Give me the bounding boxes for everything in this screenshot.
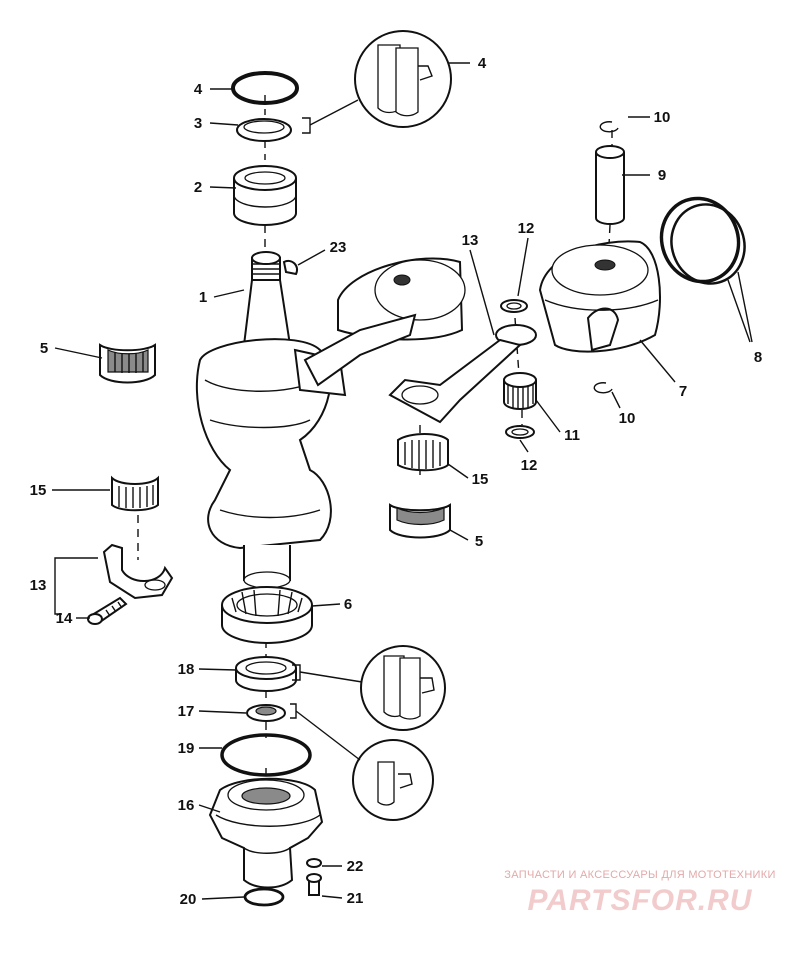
piston bbox=[538, 240, 661, 353]
wrist-pin bbox=[595, 145, 625, 225]
label-part-14: 14 bbox=[56, 610, 73, 627]
label-part-13: 13 bbox=[30, 577, 47, 594]
rod-bearing-half-right bbox=[389, 503, 451, 539]
needle-bearing bbox=[503, 372, 537, 410]
cap-screw bbox=[87, 596, 128, 625]
lower-oil-seal bbox=[235, 656, 297, 692]
detail-circle-mid bbox=[360, 645, 446, 731]
bracket bbox=[302, 117, 311, 134]
washer-small bbox=[306, 858, 322, 868]
detail-circle-top bbox=[354, 30, 452, 128]
pin-lock-ring-lower bbox=[593, 382, 613, 394]
crankshaft bbox=[195, 251, 347, 589]
label-part-4: 4 bbox=[478, 55, 487, 72]
label-part-12: 12 bbox=[518, 220, 535, 237]
label-part-3: 3 bbox=[194, 115, 202, 132]
label-part-18: 18 bbox=[178, 661, 195, 678]
label-part-10: 10 bbox=[619, 410, 636, 427]
rod-bearing-half-left bbox=[99, 343, 156, 384]
label-part-13: 13 bbox=[462, 232, 479, 249]
thrust-washer-lower bbox=[505, 425, 535, 439]
label-part-15: 15 bbox=[472, 471, 489, 488]
label-part-20: 20 bbox=[180, 891, 197, 908]
label-part-1: 1 bbox=[199, 289, 207, 306]
label-part-15: 15 bbox=[30, 482, 47, 499]
label-part-23: 23 bbox=[330, 239, 347, 256]
woodruff-key bbox=[282, 260, 298, 276]
label-part-2: 2 bbox=[194, 179, 202, 196]
label-part-22: 22 bbox=[347, 858, 364, 875]
watermark: ЗАПЧАСТИ И АКСЕССУАРЫ ДЛЯ МОТОТЕХНИКИ PA… bbox=[504, 869, 775, 917]
label-part-16: 16 bbox=[178, 797, 195, 814]
label-part-10: 10 bbox=[654, 109, 671, 126]
watermark-logo: PARTSFOR.RU bbox=[528, 884, 753, 917]
o-ring-top bbox=[231, 71, 299, 105]
thrust-washer-upper bbox=[500, 299, 528, 313]
detail-circle-low bbox=[352, 739, 434, 821]
label-part-6: 6 bbox=[344, 596, 352, 613]
label-part-7: 7 bbox=[679, 383, 687, 400]
label-part-21: 21 bbox=[347, 890, 364, 907]
label-part-12: 12 bbox=[521, 457, 538, 474]
label-part-11: 11 bbox=[564, 427, 580, 444]
detail-leader bbox=[309, 99, 359, 126]
bracket bbox=[54, 557, 98, 615]
label-part-19: 19 bbox=[178, 740, 195, 757]
o-ring-lower bbox=[220, 733, 312, 777]
label-part-5: 5 bbox=[40, 340, 48, 357]
pin-lock-ring-upper bbox=[599, 121, 619, 133]
o-ring-small bbox=[243, 887, 285, 907]
main-ball-bearing bbox=[221, 586, 313, 644]
rod-bearing-cage-right bbox=[397, 433, 449, 472]
small-seal bbox=[246, 704, 286, 722]
rod-cap bbox=[102, 543, 174, 600]
label-part-5: 5 bbox=[475, 533, 483, 550]
label-part-8: 8 bbox=[754, 349, 762, 366]
upper-piston-assembly bbox=[303, 257, 466, 387]
detail-leader bbox=[299, 671, 363, 683]
piston-rings bbox=[659, 196, 746, 285]
bracket bbox=[290, 703, 297, 719]
connecting-rod bbox=[388, 324, 537, 424]
label-part-4: 4 bbox=[194, 81, 203, 98]
upper-bearing-sleeve bbox=[233, 165, 297, 226]
end-cap-screw bbox=[306, 873, 322, 896]
label-part-9: 9 bbox=[658, 167, 666, 184]
label-part-17: 17 bbox=[178, 703, 195, 720]
oil-seal-top bbox=[236, 118, 292, 142]
detail-leader bbox=[295, 710, 361, 761]
lower-end-cap bbox=[208, 777, 324, 889]
watermark-tagline: ЗАПЧАСТИ И АКСЕССУАРЫ ДЛЯ МОТОТЕХНИКИ bbox=[504, 869, 775, 881]
rod-bearing-cage-left bbox=[111, 475, 159, 512]
